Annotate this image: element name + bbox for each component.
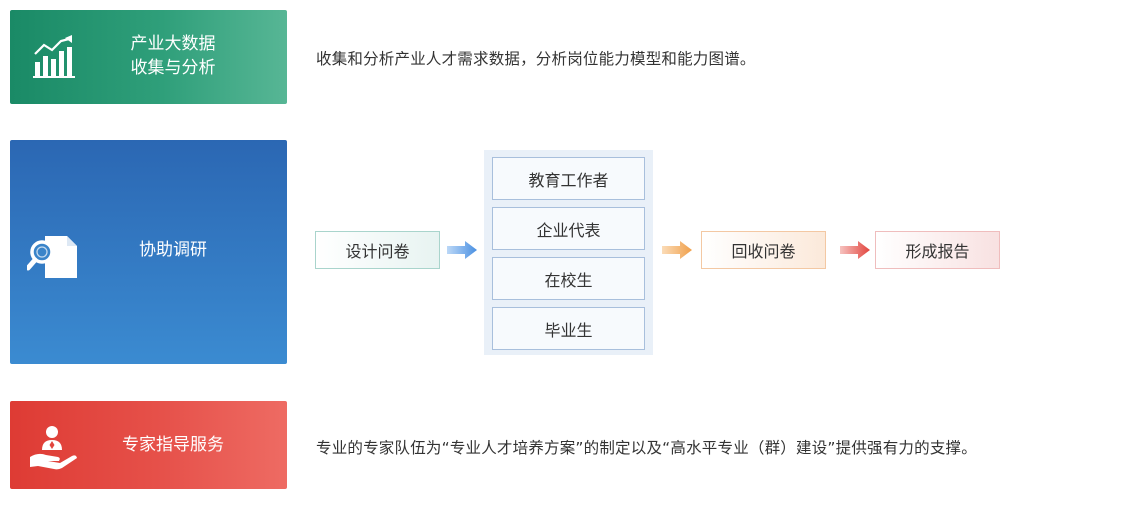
card-title-expert: 专家指导服务 (122, 435, 224, 455)
industry-data-description: 收集和分析产业人才需求数据，分析岗位能力模型和能力图谱。 (316, 50, 756, 68)
collect-questionnaire-box: 回收问卷 (701, 231, 826, 269)
expert-guidance-card: 专家指导服务 (10, 401, 287, 489)
expert-description: 专业的专家队伍为“专业人才培养方案”的制定以及“高水平专业（群）建设”提供强有力… (316, 439, 977, 457)
target-educators: 教育工作者 (492, 157, 645, 200)
bar-chart-icon (32, 34, 76, 82)
research-assist-card: 协助调研 (10, 140, 287, 364)
card-title-industry-data: 产业大数据 收集与分析 (130, 34, 216, 78)
arrow-right-icon (447, 241, 477, 263)
target-students: 在校生 (492, 257, 645, 300)
target-graduates: 毕业生 (492, 307, 645, 350)
arrow-right-icon (840, 241, 870, 263)
expert-hand-icon (28, 423, 80, 475)
search-document-icon (25, 232, 79, 284)
form-report-box: 形成报告 (875, 231, 1000, 269)
design-questionnaire-box: 设计问卷 (315, 231, 440, 269)
target-enterprise-reps: 企业代表 (492, 207, 645, 250)
industry-data-card: 产业大数据 收集与分析 (10, 10, 287, 104)
card-title-research: 协助调研 (139, 240, 207, 260)
arrow-right-icon (662, 241, 692, 263)
